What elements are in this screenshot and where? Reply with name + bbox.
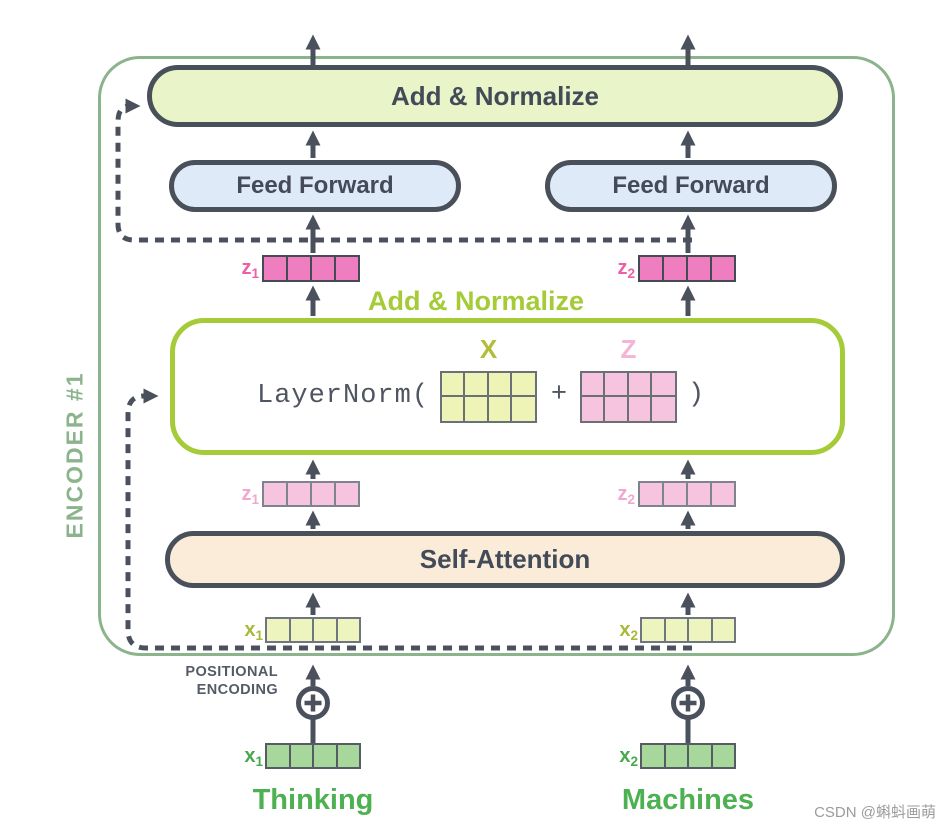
matrix-x [440, 371, 537, 423]
feed-forward-left-box: Feed Forward [169, 160, 461, 212]
add-normalize-green-label: Add & Normalize [367, 286, 585, 316]
positional-add-icon [296, 686, 705, 720]
encoder-label: ENCODER #1 [61, 371, 88, 539]
matrix-z [580, 371, 677, 423]
matrix-x-label: X [479, 334, 498, 364]
vector-label-z2-mid: z2 [617, 483, 635, 507]
vector-z2-top [638, 255, 736, 282]
vector-x2-bottom [640, 743, 736, 769]
layernorm-plus: + [550, 380, 568, 410]
positional-encoding-label: POSITIONAL ENCODING [185, 664, 278, 698]
vector-label-z1-top: z1 [241, 257, 259, 281]
input-word-right: Machines [621, 784, 755, 816]
watermark: CSDN @蝌蚪画萌 [814, 804, 936, 821]
vector-z2-mid [638, 481, 736, 507]
input-word-left: Thinking [252, 784, 374, 816]
vector-label-x2-bottom: x2 [619, 745, 638, 769]
vector-label-x1-bottom: x1 [244, 745, 263, 769]
vector-label-x2-mid: x2 [619, 619, 638, 643]
self-attention-box: Self-Attention [165, 531, 845, 588]
layernorm-close-paren: ) [688, 380, 705, 410]
vector-label-z2-top: z2 [617, 257, 635, 281]
vector-x1-bottom [265, 743, 361, 769]
vector-x2-mid [640, 617, 736, 643]
vector-x1-mid [265, 617, 361, 643]
encoder-frame [98, 56, 895, 656]
matrix-z-label: Z [620, 334, 637, 364]
feed-forward-right-box: Feed Forward [545, 160, 837, 212]
vector-label-z1-mid: z1 [241, 483, 259, 507]
vector-label-x1-mid: x1 [244, 619, 263, 643]
vector-z1-mid [262, 481, 360, 507]
vector-z1-top [262, 255, 360, 282]
add-normalize-top-box: Add & Normalize [147, 65, 843, 127]
layernorm-call-text: LayerNorm( [257, 381, 430, 411]
